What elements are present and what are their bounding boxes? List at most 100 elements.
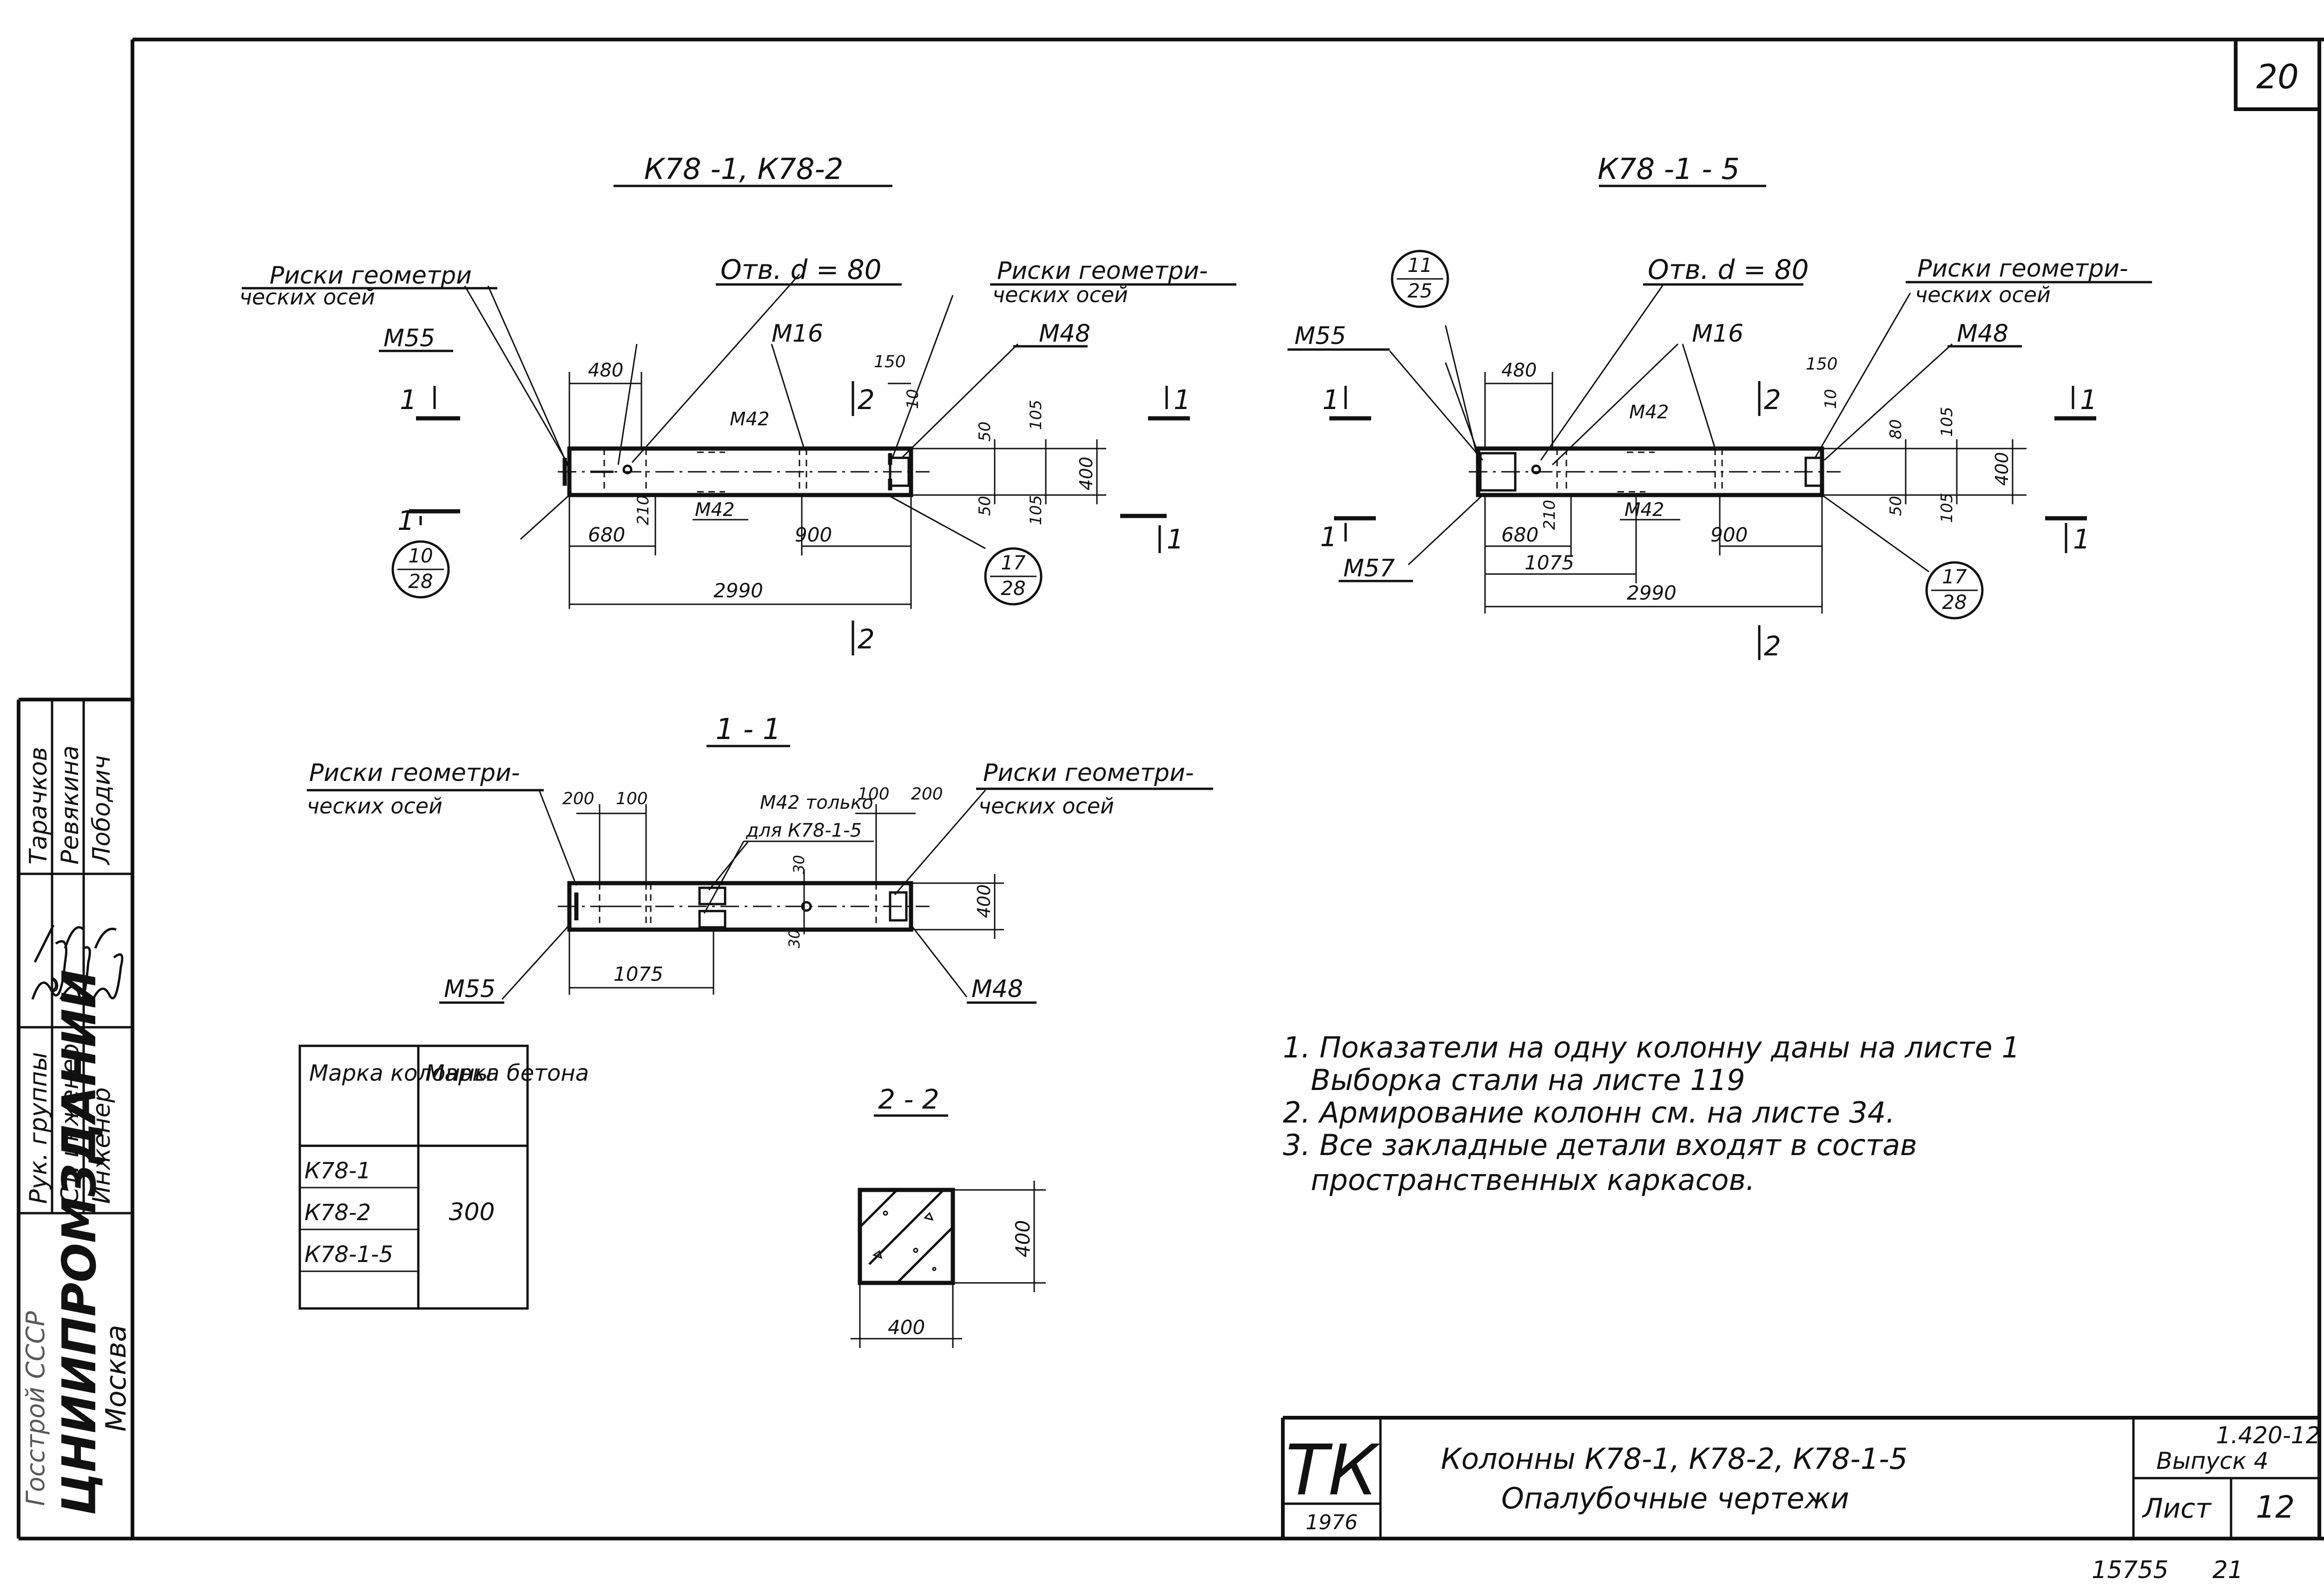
- hole-label: Отв. d = 80: [1648, 254, 1809, 285]
- dim-2990: 2990: [713, 579, 763, 602]
- view-title: К78 -1, К78-2: [644, 152, 844, 186]
- header-col2: Марка бетона: [425, 1060, 589, 1086]
- section-1-1: 1 - 1 Риски геометри- ческих: [307, 712, 1213, 1004]
- note-line-5: пространственных каркасов.: [1311, 1163, 1755, 1197]
- dim-105-bottom: 105: [1938, 493, 1956, 523]
- sheet-number-box: 20: [2234, 38, 2321, 111]
- stamp-name-2: Ревякина: [56, 746, 84, 865]
- axes-right-label-2: ческих осей: [992, 282, 1128, 307]
- table-row-3: К78-1-5: [304, 1242, 393, 1268]
- dim-1075: 1075: [1525, 551, 1574, 574]
- sheet-frame: [17, 38, 2324, 1540]
- view-title: К78 -1 - 5: [1598, 152, 1740, 186]
- note-line-2: Выборка стали на листе 119: [1311, 1063, 1745, 1097]
- note-line-1: 1. Показатели на одну колонну даны на ли…: [1283, 1031, 2020, 1064]
- m42-bottom-label: М42: [1624, 499, 1664, 521]
- dim-210: 210: [1540, 500, 1559, 530]
- section-1-bottom-right: 1: [2073, 523, 2090, 555]
- dim-100-left: 100: [616, 789, 648, 808]
- section-1-top-right: 1: [1174, 384, 1191, 416]
- page-number: 21: [2212, 1556, 2243, 1584]
- dim-400: 400: [1076, 456, 1096, 490]
- stamp-role-2: Ст. инженер: [56, 1044, 84, 1204]
- section-1-top-right: 1: [2080, 384, 2097, 416]
- dim-105-top: 105: [1938, 407, 1956, 437]
- axes-right-label-1: Риски геометри-: [1917, 255, 2128, 283]
- sheet-number: 20: [2256, 57, 2299, 96]
- stamp-org-city: Москва: [100, 1325, 132, 1432]
- header-col1-line1: Марка колонны: [309, 1060, 492, 1086]
- dim-1075: 1075: [614, 963, 663, 985]
- table-row-2: К78-2: [304, 1200, 371, 1226]
- m48-label: М48: [971, 975, 1023, 1003]
- section-title: 1 - 1: [716, 712, 781, 746]
- section-title: 2 - 2: [878, 1083, 939, 1115]
- ref-b-num: 17: [1001, 551, 1026, 574]
- note-line-4: 3. Все закладные детали входят в состав: [1283, 1128, 1917, 1162]
- section-2-2: 2 - 2 400 400: [851, 1083, 1046, 1348]
- title-line-2: Опалубочные чертежи: [1501, 1481, 1849, 1515]
- callout-ref-17-28: 17 28: [1925, 561, 1984, 620]
- dim-150: 150: [1806, 355, 1838, 374]
- dim-10: 10: [904, 389, 922, 409]
- dim-900: 900: [1710, 523, 1748, 546]
- tk-year: 1976: [1306, 1511, 1358, 1534]
- approval-stamp: Рук. группы Ст. инженер Инженер Тарачков…: [21, 746, 132, 1515]
- stamp-org-partial: Госстрой СССР: [21, 1311, 50, 1506]
- dim-105-top: 105: [1027, 400, 1045, 430]
- series: 1.420-12: [2216, 1422, 2321, 1449]
- issue: Выпуск 4: [2156, 1447, 2268, 1474]
- axes-right-label-1: Риски геометри-: [997, 257, 1208, 285]
- section-1-top-left: 1: [1322, 384, 1340, 416]
- dim-400-horizontal: 400: [888, 1316, 925, 1339]
- sheet-label: Лист: [2142, 1493, 2212, 1524]
- section-2-bottom: 2: [1764, 630, 1781, 662]
- note-line-3: 2. Армирование колонн см. на листе 34.: [1283, 1096, 1895, 1130]
- m57-label: М57: [1343, 555, 1395, 582]
- stamp-role-1: Рук. группы: [25, 1052, 53, 1204]
- section-1-top-left: 1: [400, 384, 417, 416]
- axes-left-label-1: Риски геометри: [270, 262, 472, 290]
- ref-a-den: 25: [1407, 279, 1432, 302]
- dim-680: 680: [588, 523, 625, 546]
- section-2-top: 2: [1764, 384, 1781, 416]
- notes: 1. Показатели на одну колонну даны на ли…: [1283, 1031, 2020, 1197]
- dim-400: 400: [974, 884, 994, 918]
- table-row-1: К78-1: [304, 1158, 371, 1184]
- dim-100-right: 100: [858, 785, 890, 804]
- axes-right-label-1: Риски геометри-: [983, 759, 1194, 787]
- axes-left-label-1: Риски геометри-: [309, 759, 520, 787]
- ref-b-num: 17: [1942, 565, 1967, 588]
- ref-b-den: 28: [1001, 577, 1025, 600]
- dim-105-bottom: 105: [1027, 495, 1045, 525]
- footer: 15755 21: [2092, 1556, 2243, 1584]
- title-block: ТК 1976 Колонны К78-1, К78-2, К78-1-5 Оп…: [1281, 1416, 2321, 1539]
- signatures: [31, 924, 124, 1001]
- dim-150: 150: [874, 352, 906, 371]
- dim-30-bottom: 30: [786, 929, 803, 948]
- ref-a-num: 11: [1407, 254, 1432, 277]
- m48-label: М48: [1957, 320, 2008, 348]
- tk-code: ТК: [1286, 1430, 1380, 1511]
- m42-note-2: для К78-1-5: [746, 820, 862, 841]
- dim-10: 10: [1822, 389, 1840, 409]
- concrete-hatch: [859, 1189, 954, 1284]
- stamp-name-1: Тарачков: [25, 747, 53, 865]
- dim-210: 210: [634, 495, 653, 525]
- dim-30-top: 30: [790, 855, 808, 874]
- callout-ref-10-28: 10 28: [391, 540, 450, 599]
- ref-b-den: 28: [1942, 591, 1967, 614]
- dim-50: 50: [1887, 496, 1905, 516]
- dim-50-bottom: 50: [976, 496, 994, 516]
- m42-bottom-label: М42: [695, 499, 734, 521]
- section-1-bottom-right: 1: [1167, 523, 1184, 555]
- dim-2990: 2990: [1627, 581, 1677, 604]
- axes-left-label-2: ческих осей: [239, 284, 375, 310]
- m16-label: М16: [1692, 320, 1743, 348]
- dim-480: 480: [588, 360, 623, 381]
- dim-200-right: 200: [911, 785, 943, 804]
- m42-note-1: М42 только: [760, 792, 873, 813]
- title-line-1: Колонны К78-1, К78-2, К78-1-5: [1441, 1442, 1908, 1476]
- m42-top-label: М42: [1629, 402, 1669, 423]
